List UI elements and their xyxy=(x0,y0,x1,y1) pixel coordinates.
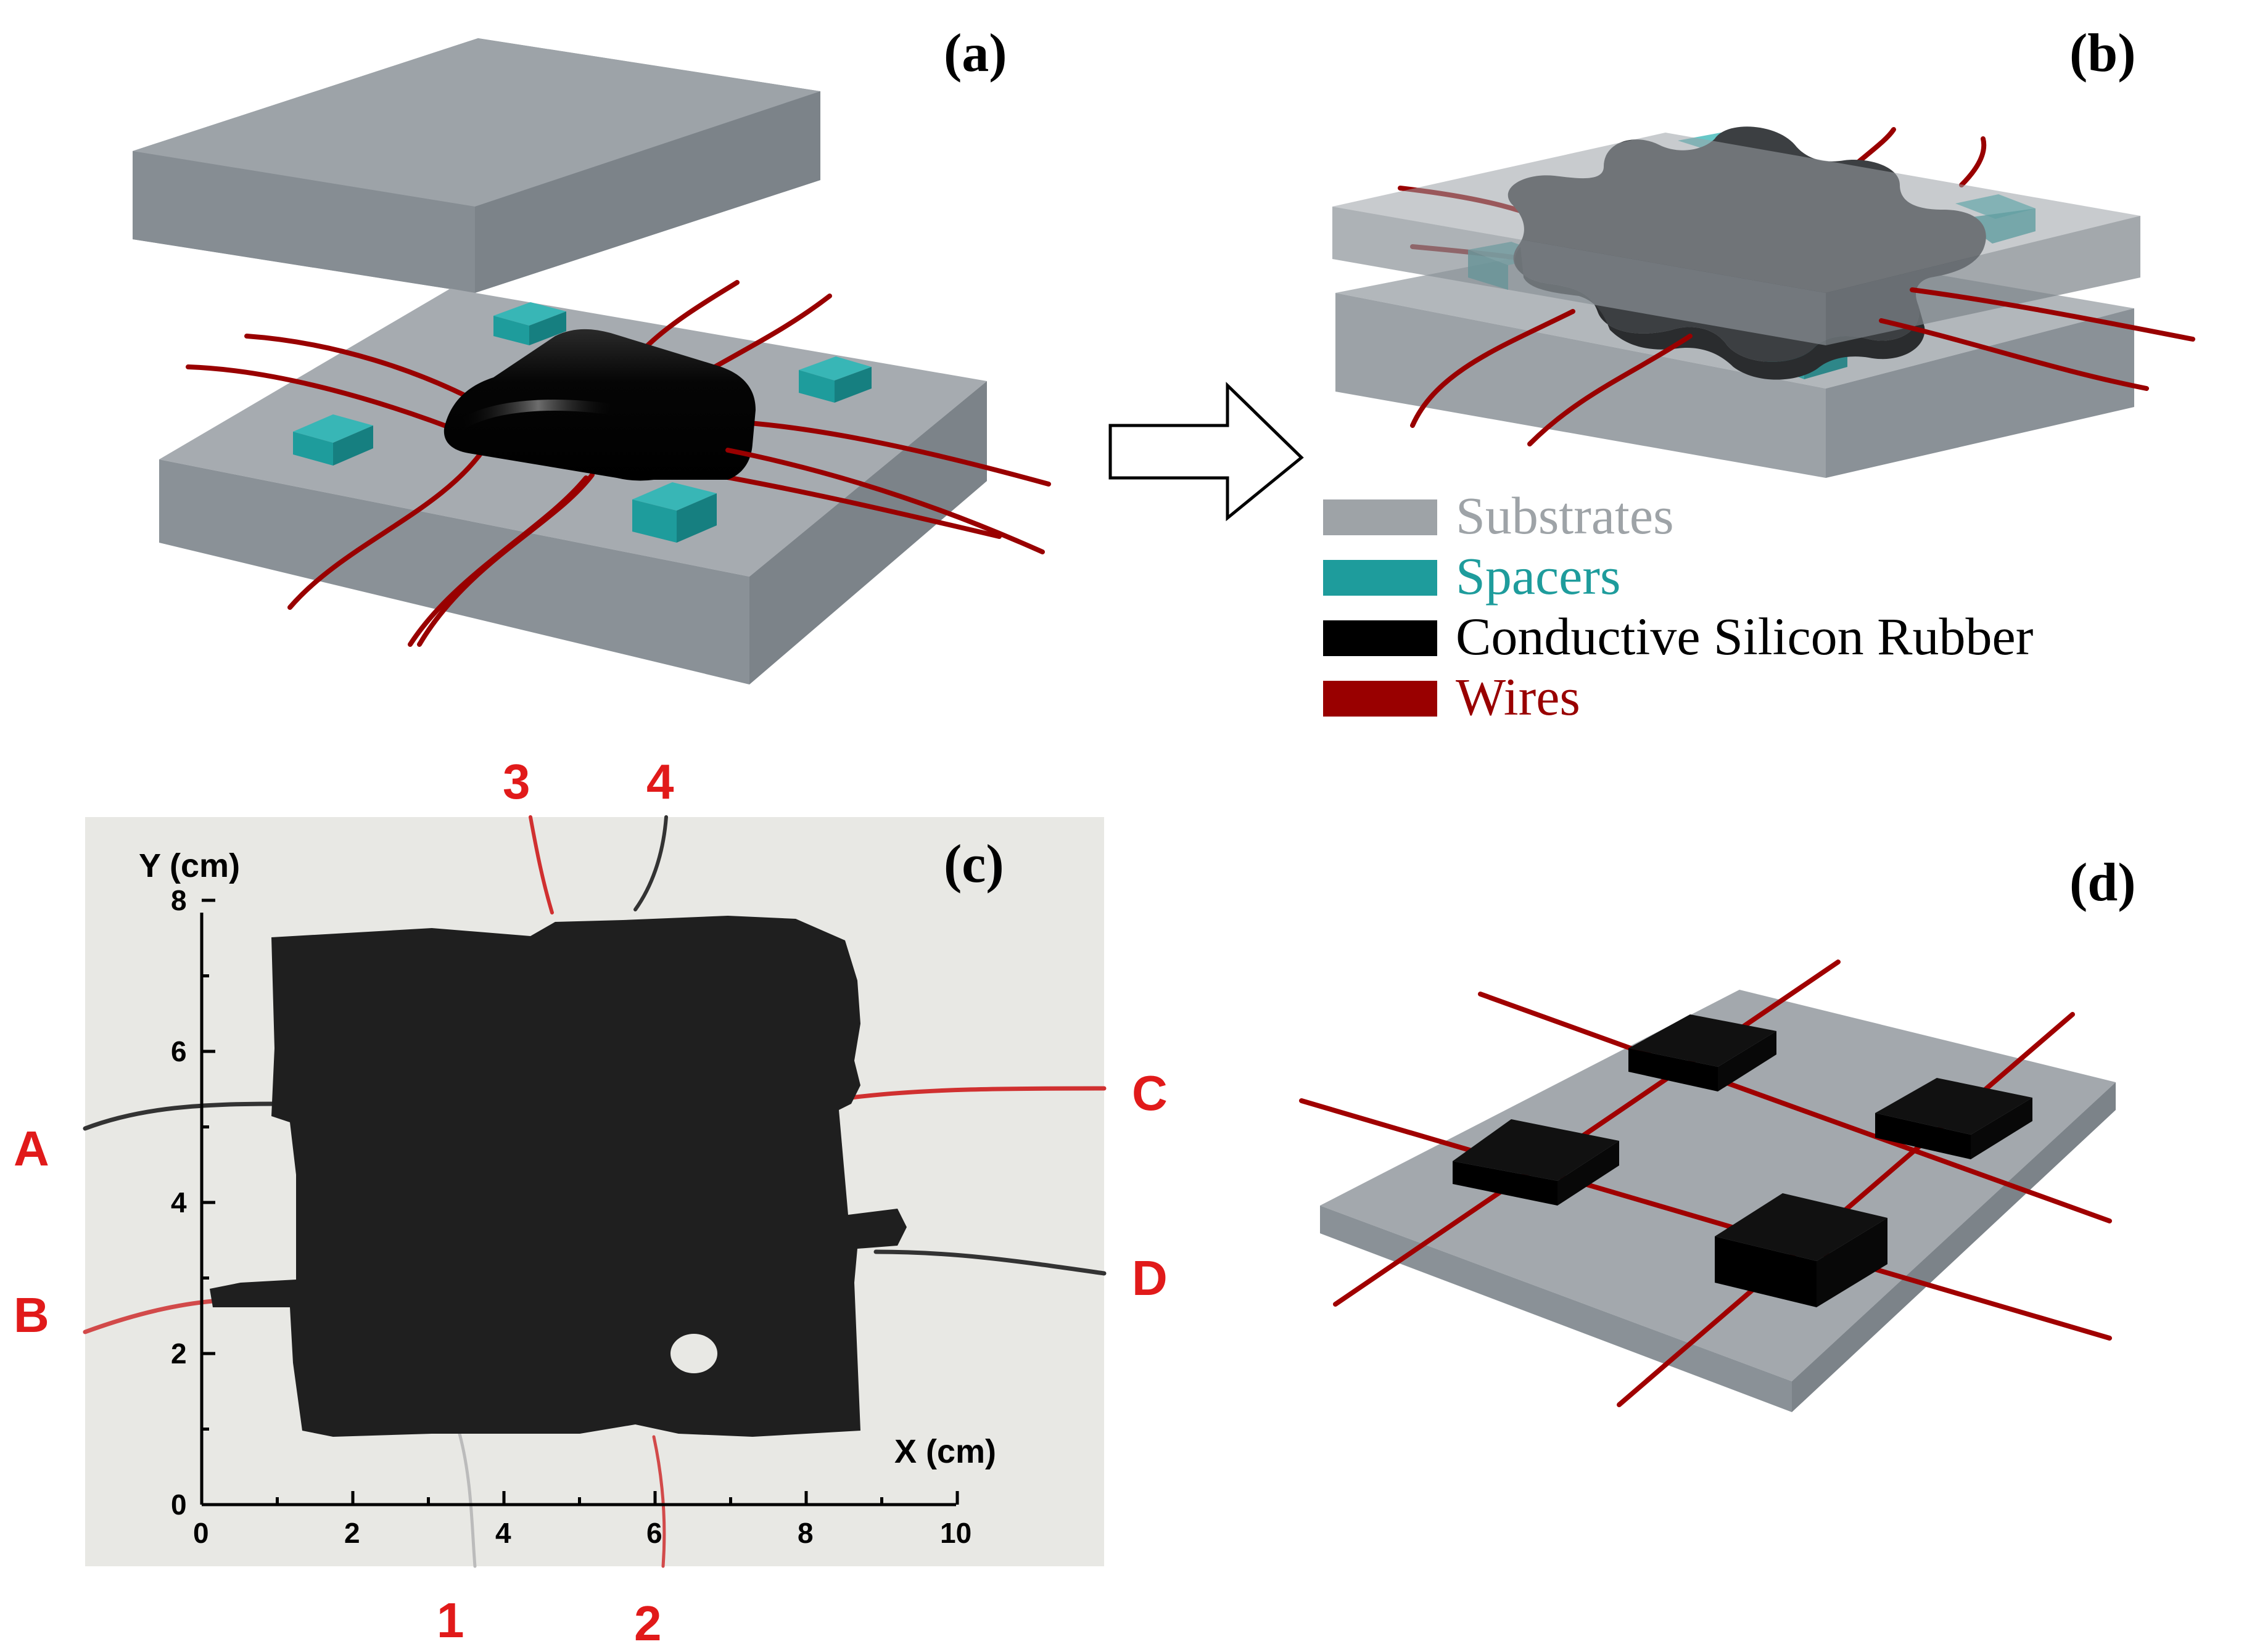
panel-label-a: (a) xyxy=(944,23,1007,83)
y-tick-label: 0 xyxy=(171,1489,187,1521)
rubber-blocks-d xyxy=(1453,1014,2032,1307)
legend-swatch xyxy=(1323,560,1437,596)
top-substrate xyxy=(133,38,820,293)
electrode-label-1: 1 xyxy=(437,1593,464,1648)
spacer xyxy=(632,482,717,543)
electrode-label-a: A xyxy=(14,1121,49,1176)
conductive-rubber-a xyxy=(443,329,756,481)
x-tick-label: 2 xyxy=(344,1517,360,1549)
y-tick-label: 4 xyxy=(171,1186,187,1218)
spacer xyxy=(493,302,566,345)
y-tick-label: 6 xyxy=(171,1035,187,1067)
y-axis-label: Y (cm) xyxy=(139,847,240,884)
y-tick-label: 2 xyxy=(171,1338,187,1370)
wires-b-front xyxy=(1410,287,2195,446)
electrode-label-c: C xyxy=(1132,1066,1168,1120)
x-tick-label: 8 xyxy=(798,1517,814,1549)
legend-label: Wires xyxy=(1456,667,1580,726)
legend-label: Spacers xyxy=(1456,546,1620,606)
panel-label-d: (d) xyxy=(2069,853,2136,913)
photo-wires xyxy=(83,815,1107,1568)
x-tick-label: 0 xyxy=(193,1517,209,1549)
legend-label: Substrates xyxy=(1456,486,1674,545)
panel-label-b: (b) xyxy=(2069,23,2136,83)
electrode-label-4: 4 xyxy=(646,754,674,809)
rubber-block xyxy=(1628,1014,1776,1091)
legend-swatch xyxy=(1323,620,1437,656)
electrode-label-2: 2 xyxy=(634,1596,662,1651)
x-tick-label: 4 xyxy=(495,1517,511,1549)
photo-axes xyxy=(200,898,959,1506)
sample-hole xyxy=(670,1334,717,1373)
spacer xyxy=(293,414,373,466)
electrode-label-d: D xyxy=(1132,1251,1168,1305)
panel-a: (a) xyxy=(133,23,1051,684)
x-tick-label: 10 xyxy=(940,1517,971,1549)
panel-d: (d) xyxy=(1299,853,2136,1412)
legend-label: Conductive Silicon Rubber xyxy=(1456,607,2033,666)
x-tick-label: 6 xyxy=(646,1517,662,1549)
top-substrate-b xyxy=(1332,133,2140,345)
rubber-block xyxy=(1715,1193,1887,1307)
spacer xyxy=(799,356,872,403)
panel-label-c: (c) xyxy=(944,834,1004,894)
legend-swatch xyxy=(1323,499,1437,535)
x-axis-label: X (cm) xyxy=(894,1433,996,1470)
legend-swatch xyxy=(1323,681,1437,717)
rubber-block xyxy=(1875,1078,2032,1159)
electrode-label-b: B xyxy=(14,1288,49,1342)
electrode-label-3: 3 xyxy=(503,754,530,809)
wires-a-front xyxy=(408,448,1045,647)
rubber-sample xyxy=(210,916,907,1437)
arrow xyxy=(1108,382,1304,522)
rubber-block xyxy=(1453,1119,1619,1206)
spacers-a xyxy=(293,302,872,543)
y-tick-label: 8 xyxy=(171,884,187,916)
